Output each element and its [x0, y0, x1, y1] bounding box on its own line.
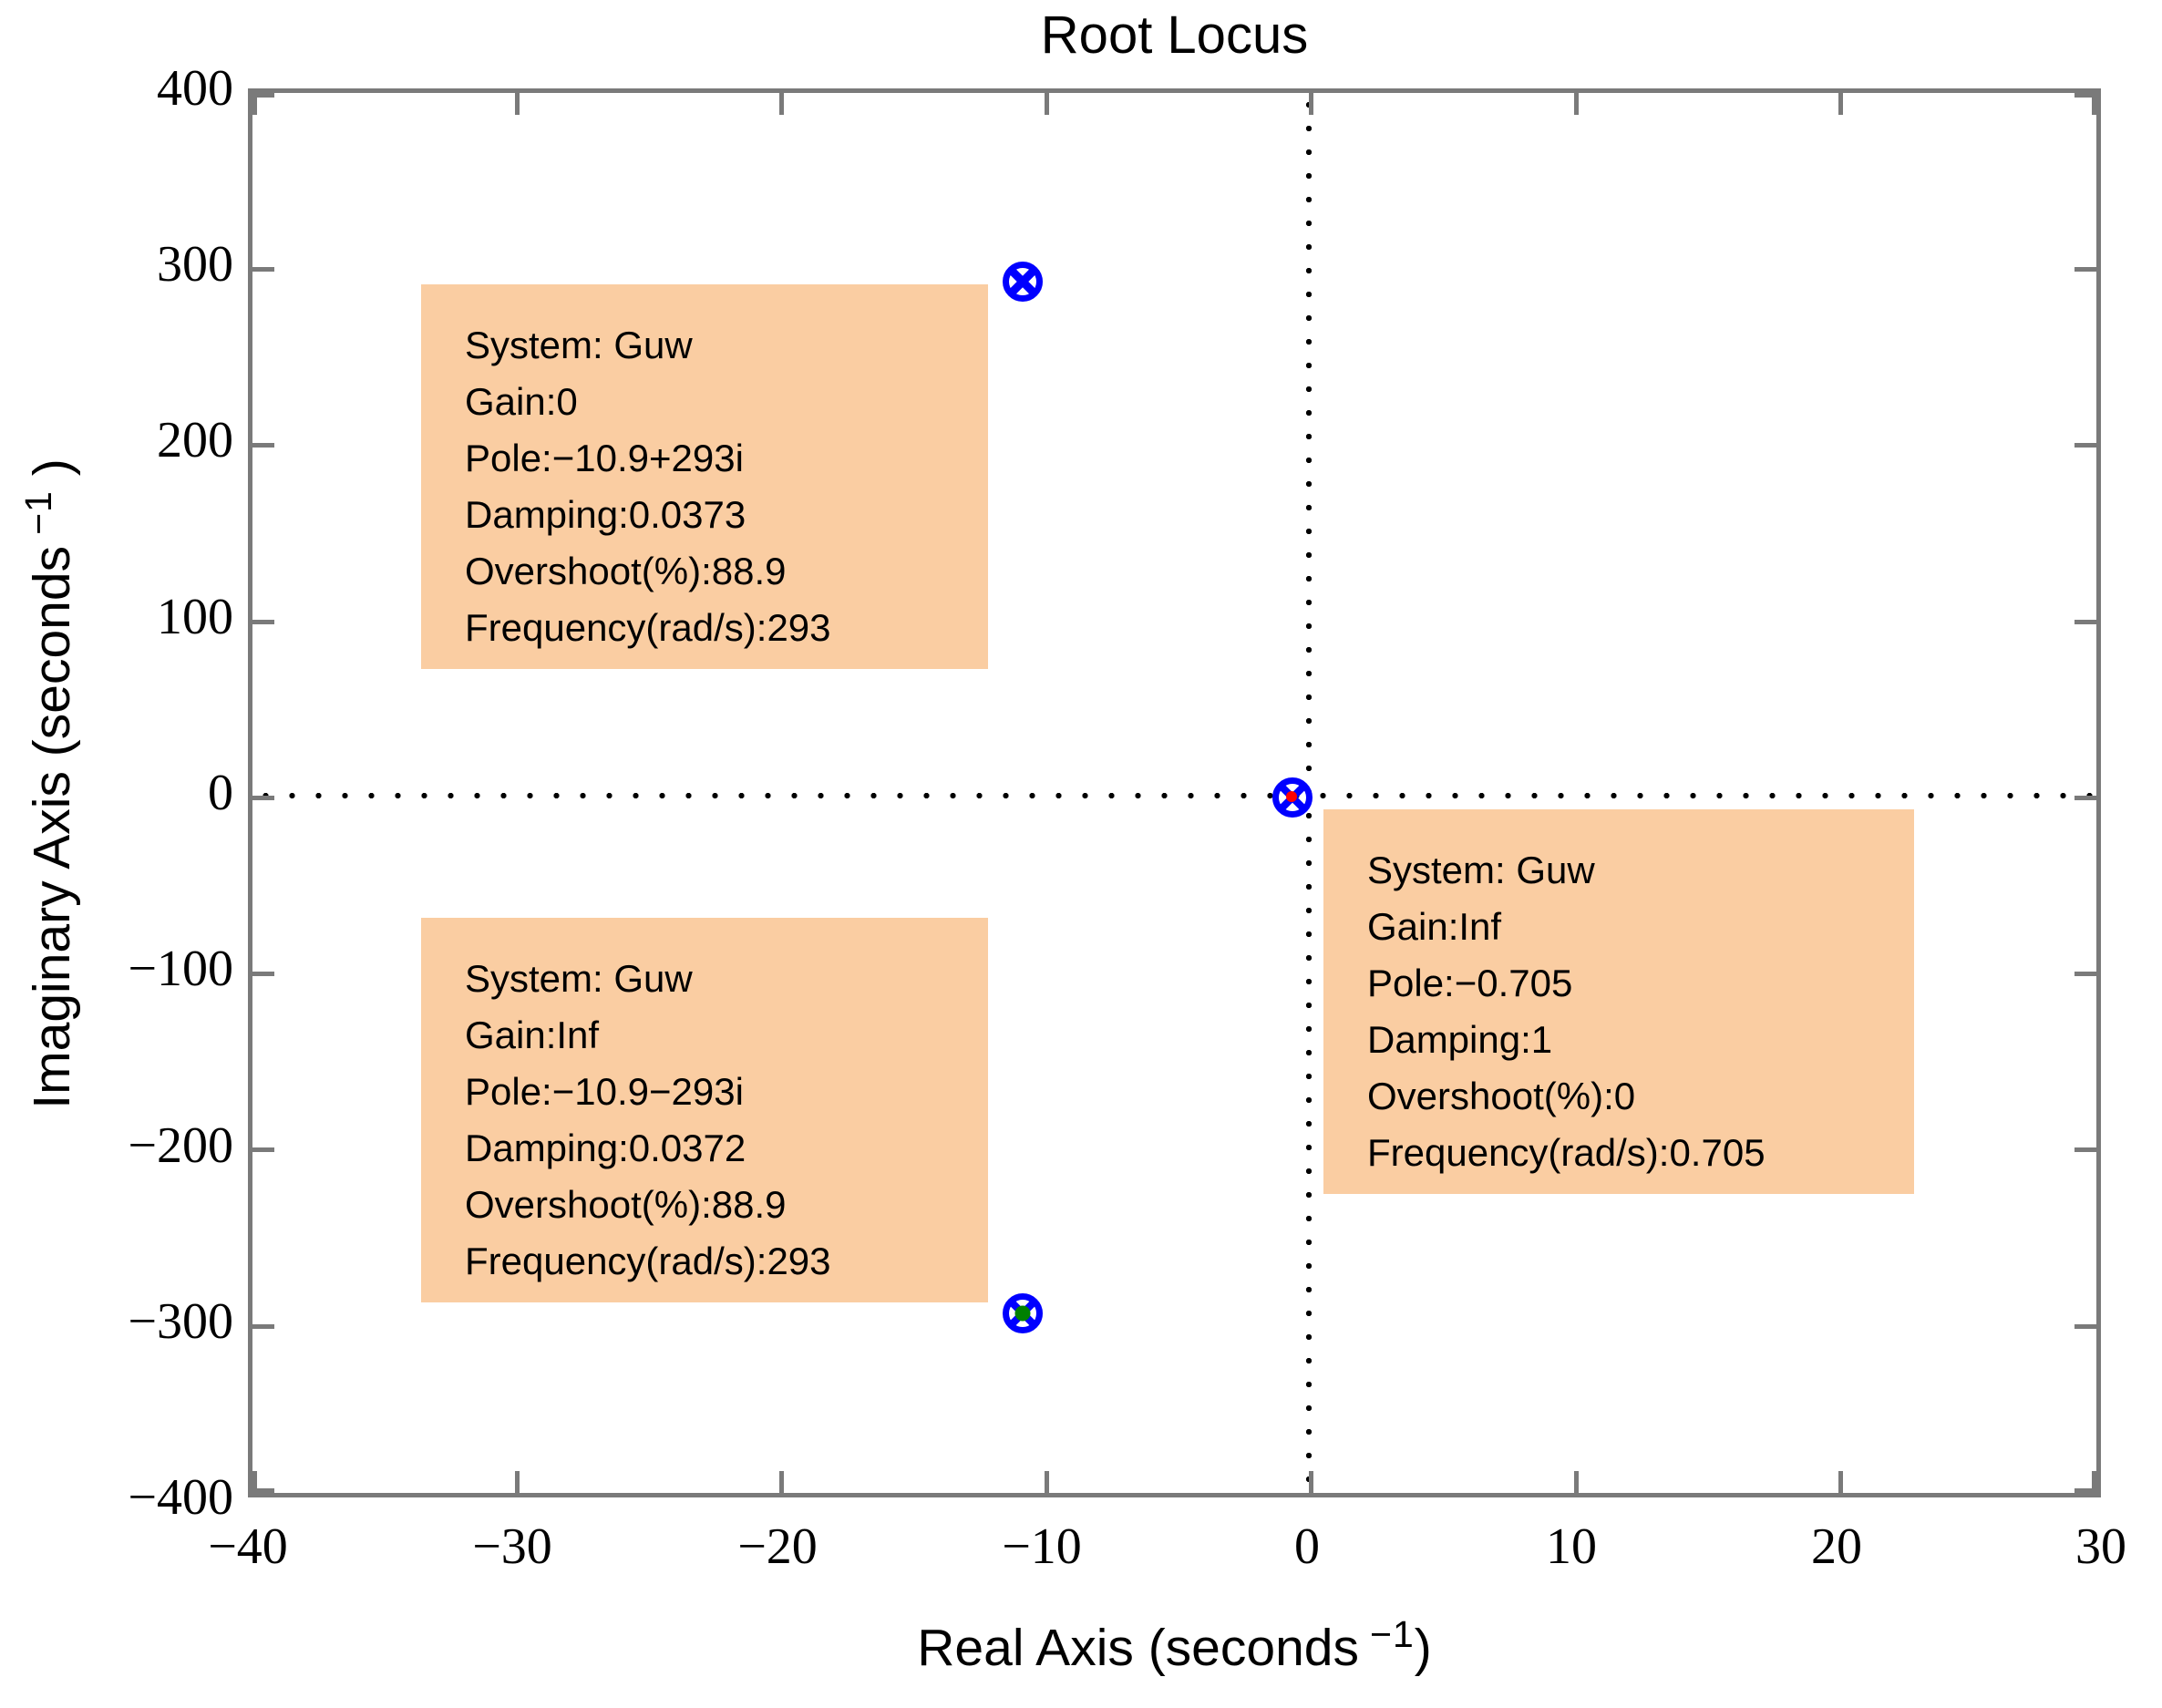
- x-tick-label: 20: [1811, 1518, 1862, 1575]
- datatip-line: Frequency(rad/s):0.705: [1367, 1131, 1766, 1174]
- y-tick-mark: [2074, 620, 2096, 624]
- x-tick-label: 10: [1546, 1518, 1597, 1575]
- y-axis-label-text: Imaginary Axis (seconds: [23, 545, 81, 1109]
- y-tick-mark: [252, 1488, 274, 1493]
- y-tick-mark: [252, 1324, 274, 1329]
- x-tick-mark: [1838, 93, 1843, 115]
- y-tick-mark: [2074, 1324, 2096, 1329]
- y-tick-mark: [252, 443, 274, 448]
- y-tick-label: 300: [157, 236, 233, 293]
- x-tick-mark: [2092, 93, 2096, 115]
- y-tick-mark: [252, 796, 274, 800]
- y-tick-mark: [2074, 93, 2096, 98]
- datatip-line: Gain:Inf: [1367, 905, 1502, 948]
- datatip-line: Damping:0.0372: [465, 1127, 746, 1169]
- y-axis-label-exponent: −1: [17, 490, 59, 535]
- y-tick-mark: [2074, 796, 2096, 800]
- x-tick-label: −40: [208, 1518, 288, 1575]
- y-tick-label: 100: [157, 589, 233, 645]
- green-locus-dot: [1014, 1305, 1031, 1322]
- x-axis-label-suffix: ): [1414, 1619, 1432, 1677]
- x-tick-mark: [515, 93, 520, 115]
- y-tick-label: 0: [208, 765, 233, 821]
- y-tick-mark: [252, 1147, 274, 1152]
- x-tick-mark: [1309, 1471, 1313, 1493]
- datatip-upper-pole[interactable]: System: Guw Gain:0 Pole:−10.9+293i Dampi…: [421, 284, 988, 669]
- y-tick-mark: [252, 620, 274, 624]
- x-tick-label: 0: [1294, 1518, 1320, 1575]
- x-tick-label: −10: [1002, 1518, 1082, 1575]
- pole-zero-marker-icon: [1003, 262, 1043, 302]
- red-locus-dot: [1286, 791, 1297, 802]
- datatip-line: Damping:1: [1367, 1018, 1553, 1061]
- datatip-line: Pole:−0.705: [1367, 962, 1573, 1004]
- y-axis-label: Imaginary Axis (seconds −1 ): [2, 374, 81, 1194]
- y-tick-mark: [2074, 1488, 2096, 1493]
- datatip-line: Overshoot(%):88.9: [465, 1183, 787, 1226]
- x-tick-mark: [252, 93, 257, 115]
- datatip-line: System: Guw: [465, 957, 693, 1000]
- x-tick-mark: [1045, 1471, 1049, 1493]
- y-tick-label: −100: [128, 941, 233, 997]
- x-tick-mark: [1574, 1471, 1579, 1493]
- y-tick-label: −200: [128, 1117, 233, 1174]
- x-tick-mark: [1045, 93, 1049, 115]
- x-tick-label: 30: [2075, 1518, 2126, 1575]
- x-tick-mark: [1574, 93, 1579, 115]
- y-tick-mark: [252, 93, 274, 98]
- x-tick-label: −30: [472, 1518, 552, 1575]
- plot-area: System: Guw Gain:0 Pole:−10.9+293i Dampi…: [248, 88, 2101, 1497]
- y-tick-label: −400: [128, 1469, 233, 1526]
- datatip-line: Damping:0.0373: [465, 493, 746, 536]
- x-axis-label-exponent: −1: [1369, 1613, 1415, 1655]
- datatip-line: Pole:−10.9+293i: [465, 437, 744, 479]
- pole-zero-marker-origin[interactable]: [1270, 775, 1315, 820]
- y-tick-mark: [2074, 443, 2096, 448]
- y-tick-label: −300: [128, 1293, 233, 1350]
- page-title: Root Locus: [1040, 5, 1309, 65]
- datatip-line: System: Guw: [1367, 849, 1595, 891]
- y-tick-label: 200: [157, 412, 233, 468]
- x-tick-mark: [252, 1471, 257, 1493]
- pole-zero-marker-icon: [1003, 1293, 1043, 1333]
- datatip-line: Overshoot(%):88.9: [465, 550, 787, 592]
- y-tick-mark: [2074, 1147, 2096, 1152]
- y-axis-label-suffix: ): [23, 458, 81, 491]
- x-tick-mark: [779, 93, 784, 115]
- y-tick-mark: [252, 972, 274, 976]
- x-tick-mark: [1838, 1471, 1843, 1493]
- x-axis-label: Real Axis (seconds−1): [248, 1602, 2101, 1680]
- datatip-line: Gain:0: [465, 380, 578, 423]
- x-tick-mark: [1309, 93, 1313, 115]
- x-tick-mark: [779, 1471, 784, 1493]
- pole-zero-marker-upper[interactable]: [1000, 259, 1045, 304]
- y-tick-mark: [2074, 972, 2096, 976]
- imaginary-zero-dotted-line: [252, 792, 2096, 799]
- pole-zero-marker-lower[interactable]: [1000, 1291, 1045, 1336]
- datatip-origin-pole[interactable]: System: Guw Gain:Inf Pole:−0.705 Damping…: [1323, 809, 1914, 1194]
- y-tick-mark: [2074, 267, 2096, 272]
- x-tick-label: −20: [737, 1518, 818, 1575]
- datatip-line: Pole:−10.9−293i: [465, 1070, 744, 1113]
- x-tick-mark: [515, 1471, 520, 1493]
- datatip-line: Gain:Inf: [465, 1013, 600, 1056]
- datatip-line: Frequency(rad/s):293: [465, 1240, 831, 1282]
- datatip-line: Frequency(rad/s):293: [465, 606, 831, 649]
- pole-zero-marker-icon: [1272, 777, 1313, 818]
- y-tick-label: 400: [157, 60, 233, 117]
- datatip-line: System: Guw: [465, 324, 693, 366]
- datatip-lower-pole[interactable]: System: Guw Gain:Inf Pole:−10.9−293i Dam…: [421, 918, 988, 1302]
- datatip-line: Overshoot(%):0: [1367, 1075, 1636, 1117]
- y-tick-mark: [252, 267, 274, 272]
- x-tick-mark: [2092, 1471, 2096, 1493]
- x-axis-label-text: Real Axis (seconds: [917, 1619, 1359, 1677]
